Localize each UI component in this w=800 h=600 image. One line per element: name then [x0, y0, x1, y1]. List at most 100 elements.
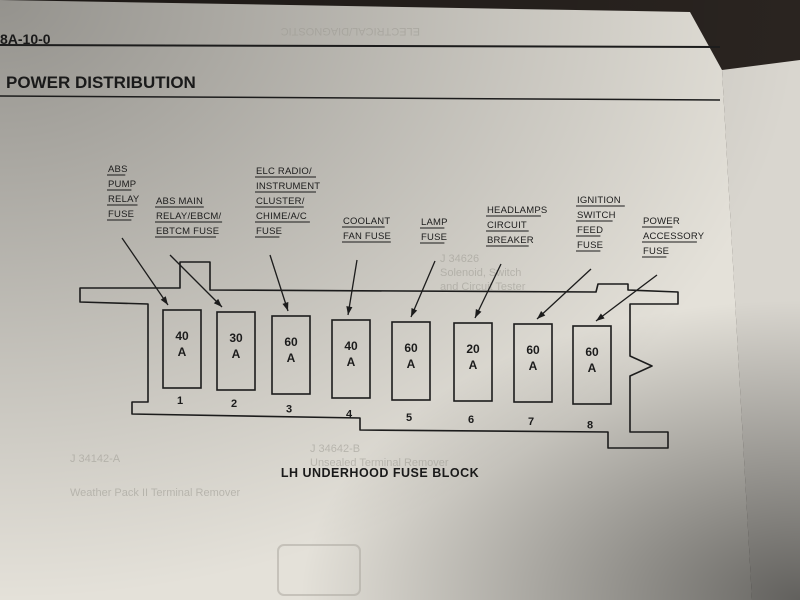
- fuse-box: [572, 325, 612, 405]
- fuse-label-line: FUSE: [643, 246, 669, 257]
- fuse-7: 60A 7 IGNITION SWITCH FEED FUSE: [513, 195, 625, 428]
- ghost-line: Weather Pack II Terminal Remover: [70, 487, 240, 499]
- leader-line: [595, 274, 658, 322]
- fuse-position-number: 7: [528, 416, 534, 428]
- fuse-amperage-unit: A: [529, 359, 538, 373]
- fuse-4: 40A 4 COOLANT FAN FUSE: [331, 216, 391, 421]
- fuse-amperage-value: 30: [229, 331, 243, 345]
- fuse-label-line: ACCESSORY: [643, 231, 705, 242]
- fuse-position-number: 4: [346, 409, 353, 421]
- fuse-box: [391, 321, 431, 401]
- fuse-label-line: FUSE: [577, 240, 603, 251]
- arrowhead-icon: [596, 313, 605, 321]
- arrowhead-icon: [346, 306, 353, 315]
- fuse-position-number: 8: [587, 419, 593, 431]
- fuse-amperage-value: 60: [585, 345, 599, 359]
- fuse-5: 60A 5 LAMP FUSE: [391, 217, 448, 424]
- leader-line: [169, 254, 223, 308]
- fuse-label-line: LAMP: [421, 217, 448, 228]
- fuse-label-line: POWER: [643, 216, 680, 227]
- fuse-amperage-value: 60: [284, 335, 298, 349]
- fuse-label-line: FUSE: [256, 226, 282, 237]
- fuse-amperage-unit: A: [469, 358, 478, 372]
- fuse-label: ELC RADIO/INSTRUMENT CLUSTER/CHIME/A/C FUS…: [255, 166, 320, 238]
- fuse-amperage-unit: A: [178, 345, 187, 359]
- ghost-line: and Circuit Tester: [440, 281, 526, 293]
- fuse-amperage-unit: A: [287, 351, 296, 365]
- fuse-box: [216, 311, 256, 391]
- fuse-label-line: INSTRUMENT: [256, 181, 320, 192]
- fuse-label: COOLANT FAN FUSE: [342, 216, 391, 243]
- arrowhead-icon: [411, 308, 418, 317]
- arrowhead-icon: [160, 296, 168, 305]
- fuse-label-line: RELAY/EBCM/: [156, 211, 222, 222]
- fuse-label-line: EBTCM FUSE: [156, 226, 219, 237]
- fuse-box: [331, 319, 371, 399]
- fuse-label-line: PUMP: [108, 179, 136, 190]
- fuse-amperage-unit: A: [407, 357, 416, 371]
- leader-line: [121, 237, 169, 306]
- fuse-amperage-value: 40: [344, 339, 358, 353]
- ghost-line: J 34142-A: [70, 453, 121, 465]
- fuse-label-line: BREAKER: [487, 235, 534, 246]
- leader-line: [410, 260, 436, 318]
- fuse-position-number: 1: [177, 395, 183, 407]
- fuse-2: 30A 2 ABS MAIN RELAY/EBCM/EBTCM FUSE: [155, 196, 256, 410]
- fuse-position-number: 6: [468, 414, 474, 426]
- fuse-3: 60A 3 ELC RADIO/INSTRUMENT CLUSTER/CHIME/A/…: [255, 166, 320, 415]
- leader-line: [474, 263, 502, 319]
- fuse-label: IGNITION SWITCH FEED FUSE: [576, 195, 625, 252]
- fuse-label-line: IGNITION: [577, 195, 621, 206]
- fuse-label: ABS MAIN RELAY/EBCM/EBTCM FUSE: [155, 196, 223, 238]
- fuse-amperage-unit: A: [232, 347, 241, 361]
- leader-line: [347, 259, 358, 316]
- bleed-through-tools: J 34626 Solenoid, Switch and Circuit Tes…: [70, 253, 526, 596]
- fuse-8: 60A 8 POWER ACCESSORY FUSE: [572, 216, 705, 431]
- fuse-label-line: CLUSTER/: [256, 196, 305, 207]
- fuse-position-number: 3: [286, 403, 292, 415]
- fuse-label-line: ABS MAIN: [156, 196, 203, 207]
- arrowhead-icon: [282, 302, 289, 311]
- fuse-position-number: 5: [406, 412, 412, 424]
- bleed-through-header: ELECTRICAL/DIAGNOSTIC: [281, 25, 420, 37]
- fuse-amperage-value: 40: [175, 329, 189, 343]
- fuse-box: [162, 309, 202, 389]
- fuse-label-line: CHIME/A/C: [256, 211, 307, 222]
- fuse-label-line: COOLANT: [343, 216, 390, 227]
- fuse-label-line: HEADLAMPS: [487, 205, 547, 216]
- fuse-amperage-unit: A: [588, 361, 597, 375]
- fuse-label-line: FUSE: [421, 232, 447, 243]
- fuse-block-outline: [79, 261, 679, 449]
- section-title: POWER DISTRIBUTION: [6, 73, 196, 92]
- arrowhead-icon: [213, 298, 222, 307]
- ghost-line: Solenoid, Switch: [440, 267, 521, 279]
- fuse-box: [271, 315, 311, 395]
- arrowhead-icon: [537, 310, 546, 319]
- fuse-label-line: ELC RADIO/: [256, 166, 312, 177]
- fuse-label-line: ABS: [108, 164, 128, 175]
- fuse-position-number: 2: [231, 398, 237, 410]
- hand-shadow: [300, 300, 800, 600]
- fuse-amperage-value: 20: [466, 342, 480, 356]
- ghost-line: J 34626: [440, 253, 479, 265]
- ghost-line: Unsealed Terminal Remover: [310, 457, 449, 469]
- ghost-tool-icon: [277, 544, 361, 596]
- fuse-amperage-unit: A: [347, 355, 356, 369]
- fuse-amperage-value: 60: [526, 343, 540, 357]
- title-rule: [0, 95, 721, 101]
- ghost-line: J 34642-B: [310, 443, 360, 455]
- page-reference: 8A-10-0: [0, 31, 51, 47]
- fuse-amperage-value: 60: [404, 341, 418, 355]
- fuse-label-line: FEED: [577, 225, 603, 236]
- fuse-label-line: FUSE: [108, 209, 134, 220]
- fuse-label: LAMP FUSE: [420, 217, 448, 244]
- leader-line: [536, 268, 592, 320]
- fuse-label-line: FAN FUSE: [343, 231, 391, 242]
- fuse-label-line: SWITCH: [577, 210, 616, 221]
- leader-line: [269, 254, 289, 312]
